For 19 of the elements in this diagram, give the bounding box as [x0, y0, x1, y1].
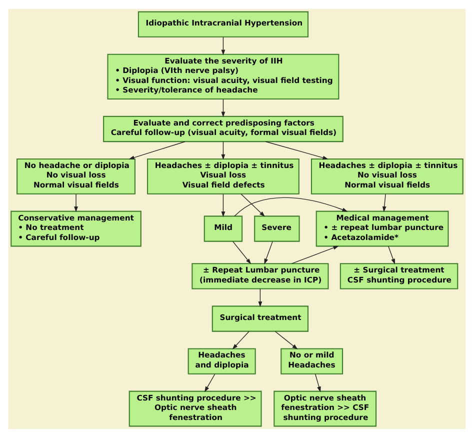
arrow [291, 245, 339, 264]
arrow [274, 330, 298, 349]
arrow [265, 140, 328, 160]
arrow [314, 373, 321, 392]
arrow [234, 196, 348, 216]
arrow [221, 36, 226, 55]
arrow [382, 193, 386, 212]
arrow [221, 98, 226, 117]
arrow [128, 140, 186, 159]
arrow [258, 288, 262, 307]
arrow [240, 193, 265, 216]
arrow [204, 373, 216, 392]
arrow [232, 330, 250, 349]
arrow [264, 240, 273, 264]
arrow [221, 193, 226, 217]
arrow [221, 140, 226, 160]
arrow [388, 246, 395, 264]
arrow [74, 193, 78, 212]
arrow [232, 240, 252, 264]
